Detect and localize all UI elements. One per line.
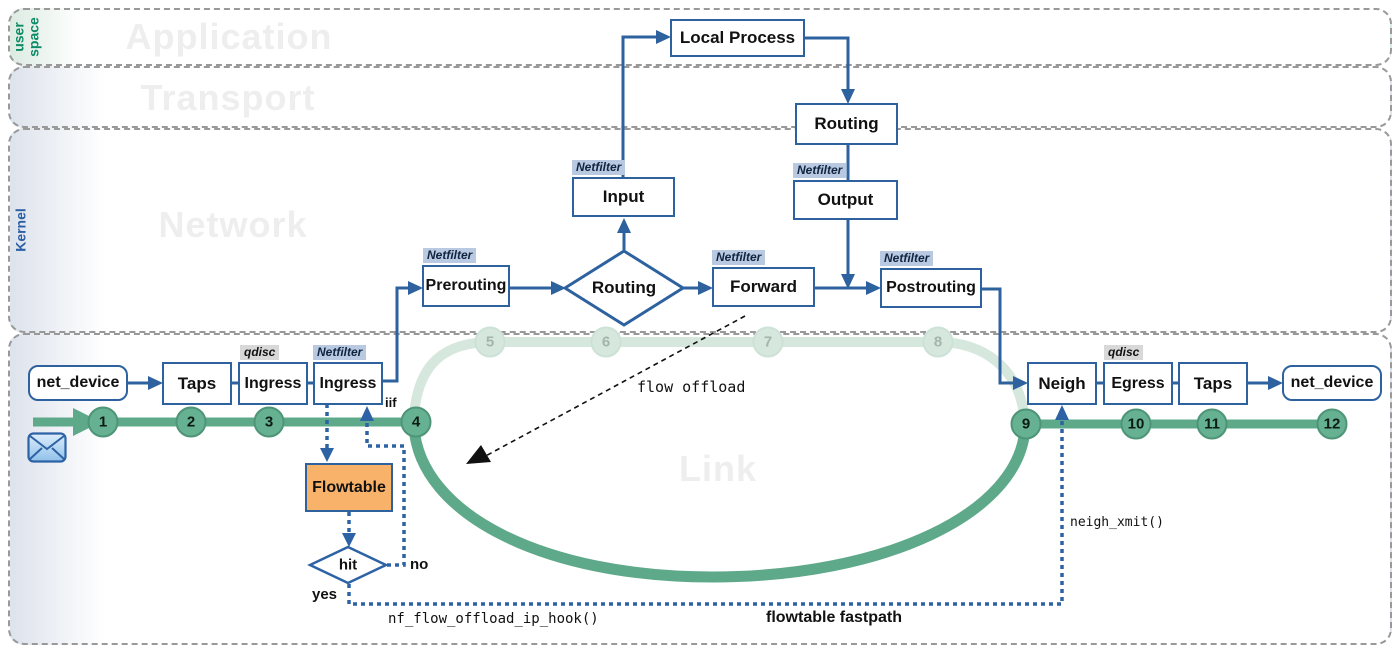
netfilter-tag-ingress: Netfilter [313,345,367,360]
packet-envelope-icon [27,432,67,463]
local-process-box: Local Process [670,19,805,57]
layer-network [8,128,1392,333]
netfilter-tag-input: Netfilter [572,160,626,175]
hit-label: hit [338,556,358,574]
slowpath-faded-line [409,337,1029,417]
forward-box: Forward [712,267,815,307]
packet-entry-arrowhead [73,408,101,436]
iif-label: iif [385,395,397,410]
qdisc-tag-ingress: qdisc [240,345,280,360]
netfilter-tag-prerouting: Netfilter [423,248,477,263]
step-1: 1 [87,406,119,438]
ingress-to-prerouting-line [383,286,408,383]
watermark-application: Application [125,16,333,57]
neigh-xmit-label: neigh_xmit() [1070,515,1164,530]
step-11: 11 [1196,408,1228,440]
output-box: Output [793,180,898,220]
input-box: Input [572,177,675,217]
fastpath-curve [408,426,1031,583]
fastpath-hook-dotted [347,420,1064,606]
taps-in-box: Taps [162,362,232,405]
routing-decision-diamond [562,249,686,327]
prerouting-box: Prerouting [422,265,510,307]
step-7: 7 [752,326,784,358]
neigh-box: Neigh [1027,362,1097,405]
ingress-qdisc-box: Ingress [238,362,308,405]
step-6: 6 [590,326,622,358]
netfilter-tag-output: Netfilter [793,163,847,178]
flowtable-fastpath-label: flowtable fastpath [766,609,903,626]
flowtable-box: Flowtable [305,463,393,512]
watermark-network: Network [158,204,308,245]
layer-transport [8,66,1392,128]
egress-box: Egress [1103,362,1173,405]
hit-no-return-dotted [365,421,406,567]
qdisc-tag-egress: qdisc [1104,345,1144,360]
blue-connectors [128,35,1268,385]
dotted-arrowheads [320,405,1069,547]
routing-upper-box: Routing [795,103,898,145]
step-8: 8 [922,326,954,358]
step-12: 12 [1316,408,1348,440]
nf-flow-offload-ip-hook-label: nf_flow_offload_ip_hook() [388,611,599,627]
flow-offload-label: flow offload [637,378,746,396]
taps-out-box: Taps [1178,362,1248,405]
localprocess-to-routing-line [805,36,850,90]
yes-label: yes [312,586,338,603]
net-device-in-box: net_device [28,365,128,401]
blue-arrowheads [148,30,1283,390]
step-2: 2 [175,406,207,438]
netfilter-tag-forward: Netfilter [712,250,766,265]
net-device-out-box: net_device [1282,365,1382,401]
dotted-paths [325,404,1064,606]
no-label: no [410,556,429,573]
step-4: 4 [400,406,432,438]
step-3: 3 [253,406,285,438]
hit-decision-diamond [307,545,389,585]
watermark-link: Link [678,448,758,489]
step-5: 5 [474,326,506,358]
watermark-transport: Transport [140,77,316,118]
step-9: 9 [1010,408,1042,440]
netfilter-tag-postrouting: Netfilter [880,251,934,266]
postrouting-box: Postrouting [880,268,982,308]
ingress-netfilter-box: Ingress [313,362,383,405]
step-10: 10 [1120,408,1152,440]
flow-offload-arrowhead [466,445,491,464]
input-to-localprocess-line [621,35,656,177]
routing-decision-label: Routing [591,278,657,297]
postrouting-to-neigh-line [982,287,1013,385]
